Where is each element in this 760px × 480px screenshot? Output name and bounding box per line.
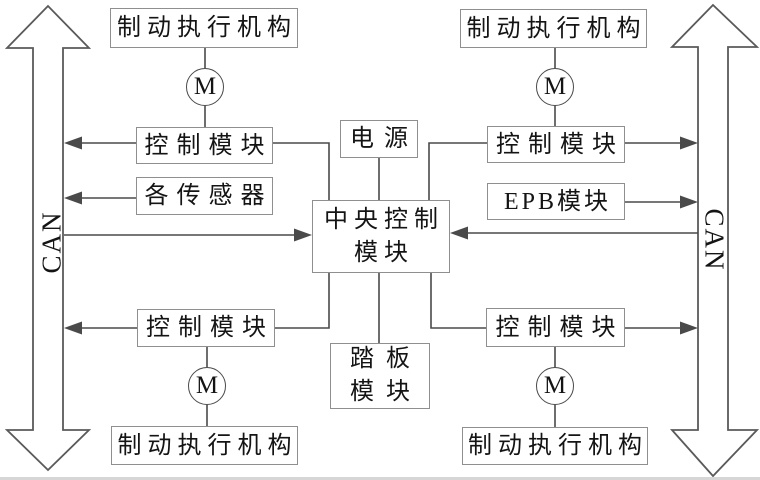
can-bus-arrow-left [4, 4, 92, 472]
node-power-supply: 电源 [340, 120, 418, 158]
motor-symbol-bottom-left: M [188, 367, 226, 405]
node-control-module-bottom-left: 控制模块 [137, 309, 275, 347]
connector-lines [64, 47, 698, 427]
node-brake-actuator-top-left: 制动执行机构 [110, 8, 298, 48]
node-central-control-module: 中央控制 模块 [312, 200, 450, 273]
motor-symbol-top-right: M [536, 68, 574, 106]
motor-symbol-top-left: M [186, 68, 224, 106]
node-control-module-bottom-right: 控制模块 [486, 308, 625, 347]
node-pedal-module: 踏板 模块 [330, 343, 430, 409]
node-brake-actuator-top-right: 制动执行机构 [460, 9, 647, 48]
can-bus-label-left: CAN [36, 210, 67, 274]
node-control-module-top-right: 控制模块 [487, 126, 625, 163]
motor-symbol-bottom-right: M [536, 367, 574, 405]
pedal-module-line1: 踏板 [350, 346, 422, 372]
node-brake-actuator-bottom-right: 制动执行机构 [462, 427, 648, 465]
can-bus-arrow-right [669, 3, 760, 478]
node-epb-module: EPB模块 [487, 183, 625, 220]
central-control-line2: 模块 [354, 239, 414, 266]
node-brake-actuator-bottom-left: 制动执行机构 [111, 426, 298, 465]
scan-edge-artifact [0, 477, 760, 480]
can-bus-label-right: CAN [699, 208, 730, 272]
pedal-module-line2: 模块 [350, 379, 422, 405]
node-control-module-top-left: 控制模块 [136, 127, 273, 164]
node-sensors: 各传感器 [136, 177, 273, 215]
central-control-line1: 中央控制 [324, 206, 444, 233]
